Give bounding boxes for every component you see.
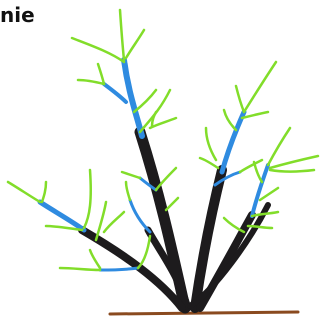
trunk-stems — [82, 132, 268, 308]
ground-line — [110, 312, 298, 314]
